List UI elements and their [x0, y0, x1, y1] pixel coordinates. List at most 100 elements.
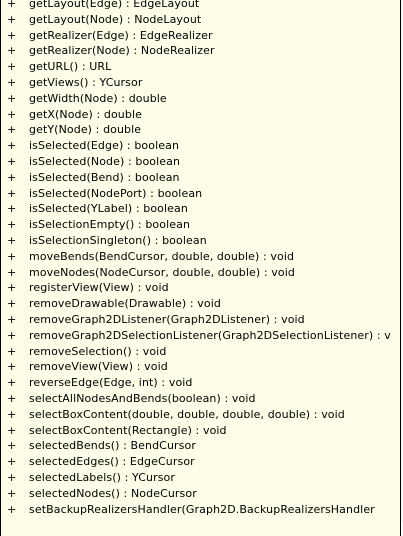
method-signature: removeDrawable(Drawable) : void [29, 297, 221, 311]
method-signature: isSelected(NodePort) : boolean [29, 186, 203, 200]
visibility-marker: + [7, 502, 17, 516]
method-row: + removeSelection() : void [1, 344, 400, 360]
visibility-marker: + [7, 170, 17, 184]
visibility-marker: + [7, 439, 17, 453]
visibility-marker: + [7, 123, 17, 137]
method-row: + isSelected(NodePort) : boolean [1, 186, 400, 202]
method-row: + removeGraph2DListener(Graph2DListener) … [1, 312, 400, 328]
visibility-marker: + [7, 423, 17, 437]
method-signature: getLayout(Node) : NodeLayout [29, 12, 202, 26]
method-list: + getLayout(Edge) : EdgeLayout + getLayout(… [1, 0, 400, 517]
visibility-marker: + [7, 218, 17, 232]
method-signature: isSelected(Edge) : boolean [29, 139, 180, 153]
method-row: + selectBoxContent(Rectangle) : void [1, 423, 400, 439]
method-signature: isSelectionEmpty() : boolean [29, 218, 191, 232]
method-row: + getWidth(Node) : double [1, 91, 400, 107]
method-row: + removeGraph2DSelectionListener(Graph2DS… [1, 328, 400, 344]
method-row: + getLayout(Node) : NodeLayout [1, 12, 400, 28]
method-signature: isSelectionSingleton() : boolean [29, 233, 207, 247]
method-signature: selectBoxContent(Rectangle) : void [29, 423, 227, 437]
method-row: + selectBoxContent(double, double, double… [1, 407, 400, 423]
method-row: + selectedNodes() : NodeCursor [1, 486, 400, 502]
method-row: + reverseEdge(Edge, int) : void [1, 375, 400, 391]
method-row: + isSelected(Bend) : boolean [1, 170, 400, 186]
method-signature: removeView(View) : void [29, 360, 168, 374]
method-signature: removeSelection() : void [29, 344, 167, 358]
method-row: + setBackupRealizersHandler(Graph2D.Backu… [1, 502, 400, 518]
visibility-marker: + [7, 360, 17, 374]
method-signature: getWidth(Node) : double [29, 91, 167, 105]
visibility-marker: + [7, 376, 17, 390]
method-signature: selectedLabels() : YCursor [29, 470, 175, 484]
method-signature: getViews() : YCursor [29, 75, 143, 89]
visibility-marker: + [7, 44, 17, 58]
method-signature: reverseEdge(Edge, int) : void [29, 376, 193, 390]
method-signature: selectedBends() : BendCursor [29, 439, 196, 453]
method-signature: moveNodes(NodeCursor, double, double) : … [29, 265, 295, 279]
method-signature: selectedNodes() : NodeCursor [29, 486, 197, 500]
method-signature: getURL() : URL [29, 60, 112, 74]
visibility-marker: + [7, 107, 17, 121]
method-row: + selectedLabels() : YCursor [1, 470, 400, 486]
method-row: + removeDrawable(Drawable) : void [1, 296, 400, 312]
method-row: + selectedEdges() : EdgeCursor [1, 454, 400, 470]
visibility-marker: + [7, 91, 17, 105]
method-signature: isSelected(Bend) : boolean [29, 170, 180, 184]
visibility-marker: + [7, 60, 17, 74]
method-signature: getRealizer(Node) : NodeRealizer [29, 44, 215, 58]
visibility-marker: + [7, 202, 17, 216]
visibility-marker: + [7, 186, 17, 200]
visibility-marker: + [7, 233, 17, 247]
method-row: + isSelectionSingleton() : boolean [1, 233, 400, 249]
visibility-marker: + [7, 312, 17, 326]
method-row: + selectedBends() : BendCursor [1, 438, 400, 454]
method-signature: getY(Node) : double [29, 123, 142, 137]
visibility-marker: + [7, 297, 17, 311]
visibility-marker: + [7, 265, 17, 279]
method-signature: getX(Node) : double [29, 107, 142, 121]
method-row: + isSelected(YLabel) : boolean [1, 201, 400, 217]
method-signature: isSelected(YLabel) : boolean [29, 202, 188, 216]
visibility-marker: + [7, 344, 17, 358]
method-row: + moveBends(BendCursor, double, double) :… [1, 249, 400, 265]
method-row: + getX(Node) : double [1, 107, 400, 123]
visibility-marker: + [7, 486, 17, 500]
method-signature: removeGraph2DSelectionListener(Graph2DSe… [29, 328, 391, 342]
method-row: + isSelected(Edge) : boolean [1, 138, 400, 154]
method-row: + moveNodes(NodeCursor, double, double) :… [1, 265, 400, 281]
method-row: + getRealizer(Edge) : EdgeRealizer [1, 28, 400, 44]
box-edge-shadow [401, 0, 403, 523]
method-row: + getRealizer(Node) : NodeRealizer [1, 43, 400, 59]
visibility-marker: + [7, 407, 17, 421]
method-signature: setBackupRealizersHandler(Graph2D.Backup… [29, 502, 375, 516]
visibility-marker: + [7, 470, 17, 484]
visibility-marker: + [7, 249, 17, 263]
visibility-marker: + [7, 75, 17, 89]
method-row: + getViews() : YCursor [1, 75, 400, 91]
method-row: + removeView(View) : void [1, 359, 400, 375]
method-signature: removeGraph2DListener(Graph2DListener) :… [29, 312, 305, 326]
visibility-marker: + [7, 12, 17, 26]
visibility-marker: + [7, 28, 17, 42]
method-signature: selectedEdges() : EdgeCursor [29, 455, 195, 469]
method-row: + getURL() : URL [1, 59, 400, 75]
method-signature: selectAllNodesAndBends(boolean) : void [29, 391, 256, 405]
method-row: + isSelectionEmpty() : boolean [1, 217, 400, 233]
method-signature: getRealizer(Edge) : EdgeRealizer [29, 28, 213, 42]
visibility-marker: + [7, 0, 17, 10]
method-signature: registerView(View) : void [29, 281, 169, 295]
method-row: + isSelected(Node) : boolean [1, 154, 400, 170]
method-signature: moveBends(BendCursor, double, double) : … [29, 249, 295, 263]
method-row: + getY(Node) : double [1, 122, 400, 138]
method-signature: getLayout(Edge) : EdgeLayout [29, 0, 200, 10]
visibility-marker: + [7, 391, 17, 405]
visibility-marker: + [7, 154, 17, 168]
method-signature: isSelected(Node) : boolean [29, 154, 181, 168]
visibility-marker: + [7, 328, 17, 342]
visibility-marker: + [7, 455, 17, 469]
method-row: +registerView(View) : void [1, 280, 400, 296]
visibility-marker: + [7, 139, 17, 153]
method-signature: selectBoxContent(double, double, double,… [29, 407, 345, 421]
method-row: + selectAllNodesAndBends(boolean) : void [1, 391, 400, 407]
